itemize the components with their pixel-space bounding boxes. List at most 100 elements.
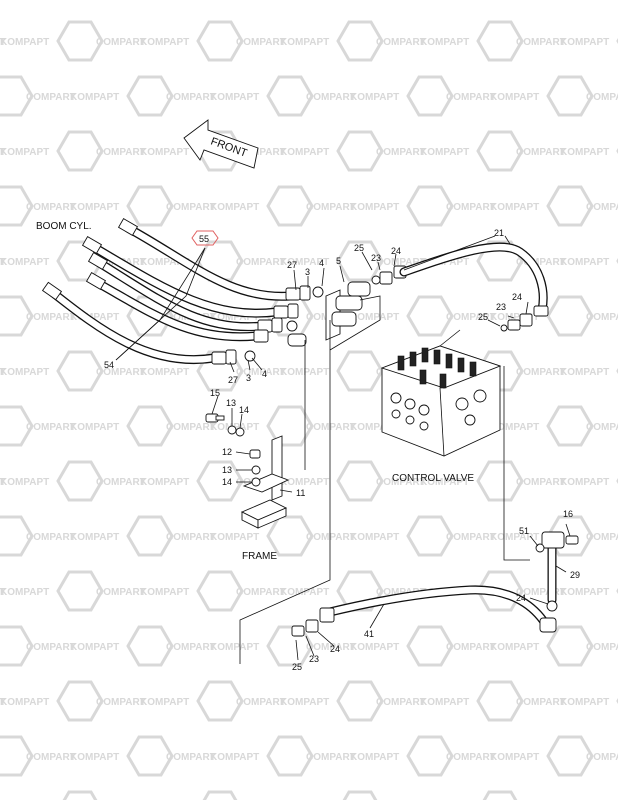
svg-text:COMPART: COMPART xyxy=(376,257,426,268)
watermark-tile: KOMPAPT COMPART xyxy=(420,20,566,62)
front-arrow: FRONT xyxy=(183,119,259,169)
svg-text:KOMPAPT: KOMPAPT xyxy=(420,477,469,488)
svg-text:KOMPAPT: KOMPAPT xyxy=(140,257,189,268)
callout-5: 5 xyxy=(336,256,341,266)
svg-text:COMPART: COMPART xyxy=(96,697,146,708)
svg-text:KOMPAPT: KOMPAPT xyxy=(420,37,469,48)
watermark-tile: KOMPAPT COMPART xyxy=(210,625,356,667)
svg-text:COMPART: COMPART xyxy=(306,202,356,213)
svg-text:COMPART: COMPART xyxy=(26,92,76,103)
svg-text:COMPART: COMPART xyxy=(376,477,426,488)
svg-text:KOMPAPT: KOMPAPT xyxy=(560,367,609,378)
callout-labels: 21 25 24 23 27 3 4 5 24 23 25 54 27 3 4 … xyxy=(104,228,580,672)
svg-text:KOMPAPT: KOMPAPT xyxy=(560,697,609,708)
svg-text:KOMPAPT: KOMPAPT xyxy=(350,642,399,653)
callout-23: 23 xyxy=(371,253,381,263)
watermark-tile: KOMPAPT COMPART xyxy=(350,295,496,337)
svg-text:KOMPAPT: KOMPAPT xyxy=(0,257,49,268)
svg-text:KOMPAPT: KOMPAPT xyxy=(490,92,539,103)
svg-text:KOMPAPT: KOMPAPT xyxy=(280,697,329,708)
callout-55-highlight: 55 xyxy=(191,230,219,246)
svg-text:KOMPAPT: KOMPAPT xyxy=(490,422,539,433)
svg-text:KOMPAPT: KOMPAPT xyxy=(210,532,259,543)
svg-text:COMPART: COMPART xyxy=(586,422,618,433)
svg-text:KOMPAPT: KOMPAPT xyxy=(350,312,399,323)
callout-25: 25 xyxy=(292,662,302,672)
callout-51: 51 xyxy=(519,526,529,536)
svg-text:COMPART: COMPART xyxy=(446,312,496,323)
svg-text:COMPART: COMPART xyxy=(586,92,618,103)
callout-15: 15 xyxy=(210,388,220,398)
svg-text:COMPART: COMPART xyxy=(306,642,356,653)
svg-text:KOMPAPT: KOMPAPT xyxy=(490,752,539,763)
svg-text:COMPART: COMPART xyxy=(96,587,146,598)
svg-text:COMPART: COMPART xyxy=(0,147,6,158)
svg-text:COMPART: COMPART xyxy=(306,752,356,763)
svg-text:COMPART: COMPART xyxy=(96,477,146,488)
callout-13: 13 xyxy=(226,398,236,408)
watermark-tile: KOMPAPT COMPART xyxy=(70,515,216,557)
svg-text:COMPART: COMPART xyxy=(166,532,216,543)
callout-23: 23 xyxy=(309,654,319,664)
svg-text:COMPART: COMPART xyxy=(376,587,426,598)
callout-14: 14 xyxy=(222,477,232,487)
svg-text:COMPART: COMPART xyxy=(446,92,496,103)
svg-text:KOMPAPT: KOMPAPT xyxy=(350,532,399,543)
callout-16: 16 xyxy=(563,509,573,519)
svg-text:KOMPAPT: KOMPAPT xyxy=(490,312,539,323)
svg-text:KOMPAPT: KOMPAPT xyxy=(490,202,539,213)
svg-text:COMPART: COMPART xyxy=(26,532,76,543)
svg-text:COMPART: COMPART xyxy=(236,257,286,268)
svg-text:KOMPAPT: KOMPAPT xyxy=(560,257,609,268)
boom-hoses xyxy=(41,218,295,364)
svg-text:KOMPAPT: KOMPAPT xyxy=(140,367,189,378)
svg-text:KOMPAPT: KOMPAPT xyxy=(560,587,609,598)
svg-text:KOMPAPT: KOMPAPT xyxy=(140,697,189,708)
svg-text:COMPART: COMPART xyxy=(376,37,426,48)
svg-text:COMPART: COMPART xyxy=(446,202,496,213)
svg-text:KOMPAPT: KOMPAPT xyxy=(420,697,469,708)
control-valve xyxy=(380,345,502,457)
svg-text:KOMPAPT: KOMPAPT xyxy=(70,92,119,103)
svg-text:COMPART: COMPART xyxy=(26,202,76,213)
svg-text:KOMPAPT: KOMPAPT xyxy=(140,147,189,158)
callout-27: 27 xyxy=(228,375,238,385)
svg-text:COMPART: COMPART xyxy=(0,37,6,48)
svg-text:KOMPAPT: KOMPAPT xyxy=(70,752,119,763)
svg-text:KOMPAPT: KOMPAPT xyxy=(0,587,49,598)
svg-text:KOMPAPT: KOMPAPT xyxy=(0,477,49,488)
leader-lines xyxy=(115,235,571,664)
svg-text:COMPART: COMPART xyxy=(166,752,216,763)
svg-text:KOMPAPT: KOMPAPT xyxy=(420,147,469,158)
svg-text:COMPART: COMPART xyxy=(236,587,286,598)
svg-text:COMPART: COMPART xyxy=(516,37,566,48)
callout-55-label: 55 xyxy=(199,234,209,244)
svg-text:COMPART: COMPART xyxy=(166,202,216,213)
svg-text:KOMPAPT: KOMPAPT xyxy=(210,642,259,653)
svg-text:KOMPAPT: KOMPAPT xyxy=(70,532,119,543)
svg-text:COMPART: COMPART xyxy=(586,752,618,763)
svg-text:KOMPAPT: KOMPAPT xyxy=(0,37,49,48)
